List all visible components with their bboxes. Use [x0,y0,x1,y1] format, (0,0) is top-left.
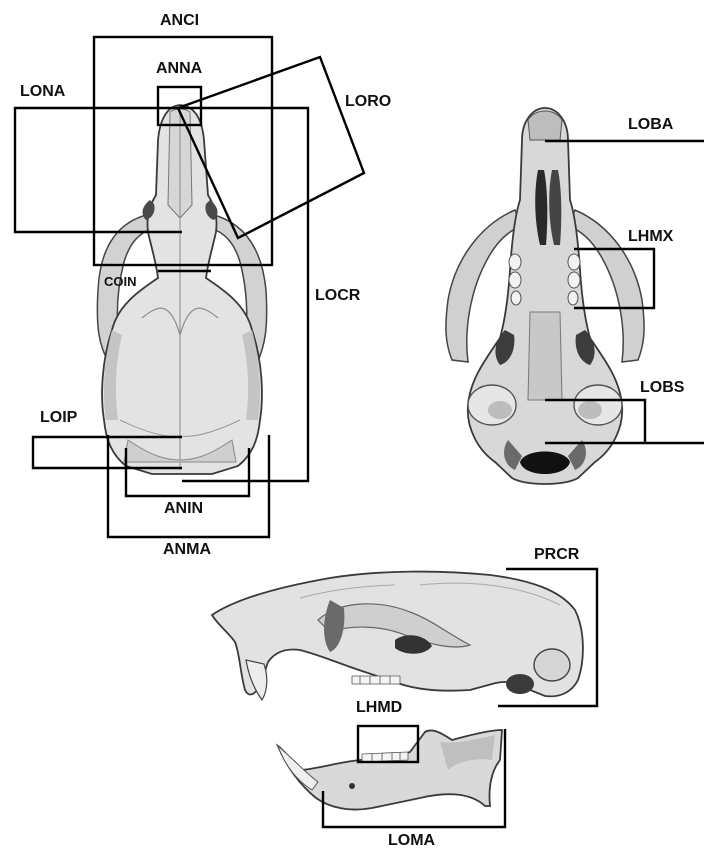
label-anin: ANIN [164,501,203,517]
label-locr: LOCR [315,288,360,304]
label-lona: LONA [20,84,65,100]
label-coin: COIN [104,275,137,288]
label-anma: ANMA [163,542,211,558]
label-loip: LOIP [40,410,77,426]
ventral-skull-view [446,108,644,484]
label-lhmx: LHMX [628,229,673,245]
dorsal-skull-view [97,105,266,474]
label-loma: LOMA [388,833,435,849]
label-lobs: LOBS [640,380,684,396]
label-anci: ANCI [160,13,199,29]
label-loro: LORO [345,94,391,110]
label-lhmd: LHMD [356,700,402,716]
mandible-view [278,730,502,810]
label-anna: ANNA [156,61,202,77]
label-prcr: PRCR [534,547,579,563]
label-loba: LOBA [628,117,673,133]
lateral-skull-view [212,572,583,700]
